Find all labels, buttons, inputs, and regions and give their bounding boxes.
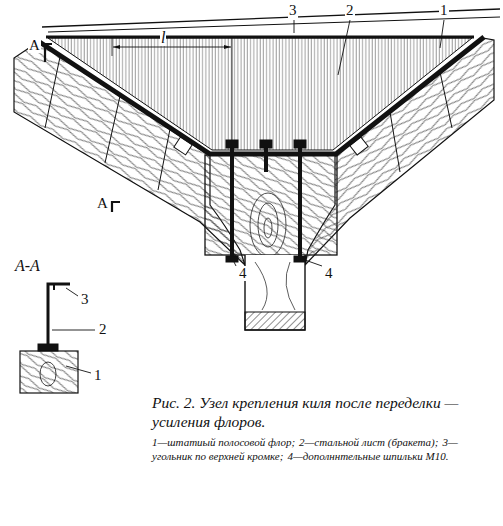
parts-key: 1—штатиый полосовой флор; 2—стальной лист… (152, 436, 496, 463)
callout-number: 1 (439, 3, 449, 18)
figure-caption: Рис. 2. Узел крепления киля после переде… (152, 393, 496, 431)
leader-lines (52, 20, 444, 373)
studs-m10 (226, 140, 306, 262)
callout-number: 3 (288, 3, 298, 18)
keel-stem (245, 255, 305, 330)
key-entry: 1—штатиый полосовой флор; (152, 436, 295, 448)
key-entry: 4—дополннтельные шпильки М10. (287, 450, 448, 462)
top-angle (46, 36, 474, 39)
strip-floor (38, 37, 484, 154)
callout-number: 4 (324, 266, 334, 281)
section-marks (45, 38, 232, 212)
section-a-a (20, 284, 78, 393)
callout-number: 4 (238, 266, 248, 281)
callout-number: 3 (80, 292, 90, 307)
keel-grain (250, 193, 286, 257)
callout-number: 1 (93, 368, 103, 383)
deck-lines (42, 9, 500, 32)
keel-stem-grain (255, 262, 295, 310)
dimension-label: l (160, 30, 166, 46)
section-letter: А (28, 38, 41, 53)
callout-number: 2 (345, 3, 355, 18)
key-entry: 2—стальной лист (бракета); (299, 436, 438, 448)
keel-block (205, 155, 337, 255)
section-letter: А (96, 196, 109, 211)
section-title: А-А (14, 258, 41, 274)
keel-stem-section (245, 312, 305, 330)
caption-block: Рис. 2. Узел крепления киля после переде… (152, 393, 496, 463)
callout-number: 2 (98, 322, 108, 337)
